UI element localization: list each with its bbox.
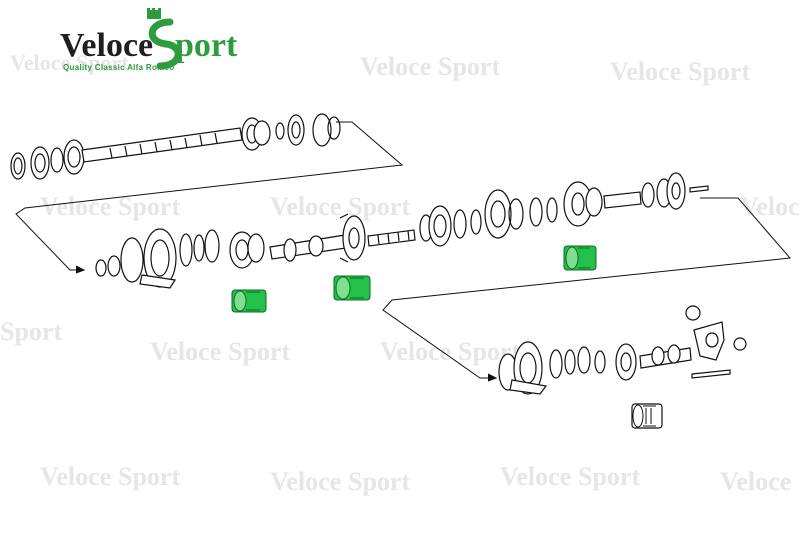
logo-tagline: Quality Classic Alfa Romeo <box>63 63 175 72</box>
highlight-bearing[interactable] <box>563 245 597 271</box>
gear-part <box>563 181 603 227</box>
svg-text:Veloce: Veloce <box>270 467 341 496</box>
circlip-part <box>50 147 64 173</box>
watermark: Sport <box>0 317 62 346</box>
mainshaft <box>269 234 347 262</box>
bearing-part <box>30 146 50 180</box>
circlip-part <box>275 122 285 140</box>
washer-part <box>95 255 121 277</box>
svg-text:Sport: Sport <box>348 192 410 221</box>
svg-text:Sport: Sport <box>688 57 750 86</box>
svg-text:Veloce: Veloce <box>610 57 681 86</box>
svg-text:Veloce: Veloce <box>720 467 791 496</box>
svg-text:Sport: Sport <box>0 317 62 346</box>
svg-text:Veloce: Veloce <box>500 462 571 491</box>
input-shaft <box>81 127 243 163</box>
synchro-hub-part <box>498 341 548 395</box>
svg-text:Veloce: Veloce <box>150 337 221 366</box>
watermark: Veloce <box>740 192 800 221</box>
bearing-part <box>287 114 305 146</box>
gear-part <box>615 343 637 381</box>
spacer-part <box>603 191 642 209</box>
svg-text:Sport: Sport <box>228 337 290 366</box>
svg-text:Veloce: Veloce <box>40 462 111 491</box>
seal-ring-part <box>10 152 26 180</box>
logo-brand-part1: Veloce <box>60 27 153 64</box>
svg-text:Sport: Sport <box>578 462 640 491</box>
watermark: Veloce <box>720 467 791 496</box>
synchro-hub-part <box>120 228 177 289</box>
highlight-bearing[interactable] <box>333 275 371 301</box>
pin-part <box>689 185 709 193</box>
svg-text:Veloce: Veloce <box>40 192 111 221</box>
assembly-leader-line <box>15 121 404 274</box>
synchro-hub-part <box>484 189 524 239</box>
shaft-part <box>639 344 692 369</box>
svg-text:Veloce: Veloce <box>270 192 341 221</box>
brand-logo: Veloce port Quality Classic Alfa Romeo <box>60 8 238 72</box>
flange-part <box>685 305 747 361</box>
svg-text:Sport: Sport <box>118 462 180 491</box>
svg-text:Veloce: Veloce <box>10 50 71 75</box>
gear-part <box>241 117 271 151</box>
svg-text:Sport: Sport <box>348 467 410 496</box>
svg-text:Veloce: Veloce <box>740 192 800 221</box>
svg-text:Sport: Sport <box>438 52 500 81</box>
baulk-ring-part <box>549 346 606 379</box>
circlip-part <box>312 113 341 147</box>
gear-part <box>339 213 366 263</box>
svg-text:Veloce: Veloce <box>380 337 451 366</box>
synchro-ring-part <box>419 205 482 247</box>
svg-text:Sport: Sport <box>76 50 129 75</box>
gear-part <box>641 172 686 210</box>
bearing-part <box>63 139 85 175</box>
logo-brand-part2: port <box>175 27 238 64</box>
svg-text:Sport: Sport <box>118 192 180 221</box>
input-shaft-group <box>10 113 341 180</box>
serpent-icon <box>148 18 182 70</box>
gear-part <box>229 231 265 269</box>
spline-shaft <box>367 229 416 247</box>
baulk-ring-part <box>529 197 558 227</box>
assembly-leader-line <box>382 197 792 382</box>
mainshaft-group <box>95 172 709 289</box>
needle-bearing-part <box>631 403 663 429</box>
svg-text:Veloce: Veloce <box>360 52 431 81</box>
bolt-part <box>691 369 731 379</box>
baulk-ring-part <box>179 229 220 267</box>
highlight-bearing[interactable] <box>231 289 267 313</box>
rear-assembly-group <box>498 305 747 395</box>
castle-icon <box>147 8 161 19</box>
